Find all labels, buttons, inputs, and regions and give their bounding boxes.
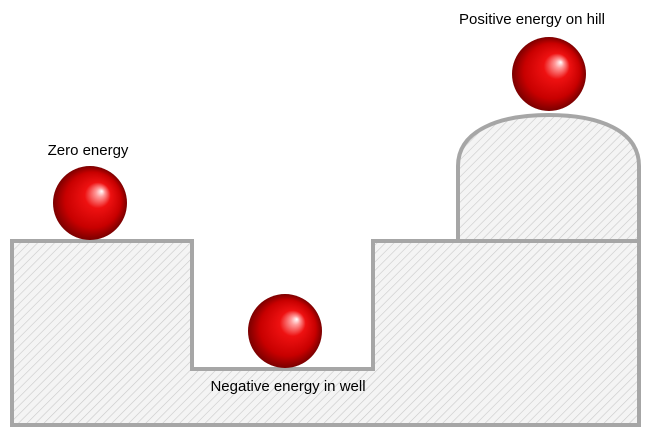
ground-with-well: [10, 239, 641, 427]
ball-positive-energy: [512, 37, 586, 111]
ball-negative-energy: [248, 294, 322, 368]
label-negative-energy: Negative energy in well: [210, 378, 365, 395]
ball-zero-energy: [53, 166, 127, 240]
label-positive-energy: Positive energy on hill: [459, 11, 605, 28]
label-zero-energy: Zero energy: [48, 142, 129, 159]
hill-dome: [456, 113, 641, 243]
